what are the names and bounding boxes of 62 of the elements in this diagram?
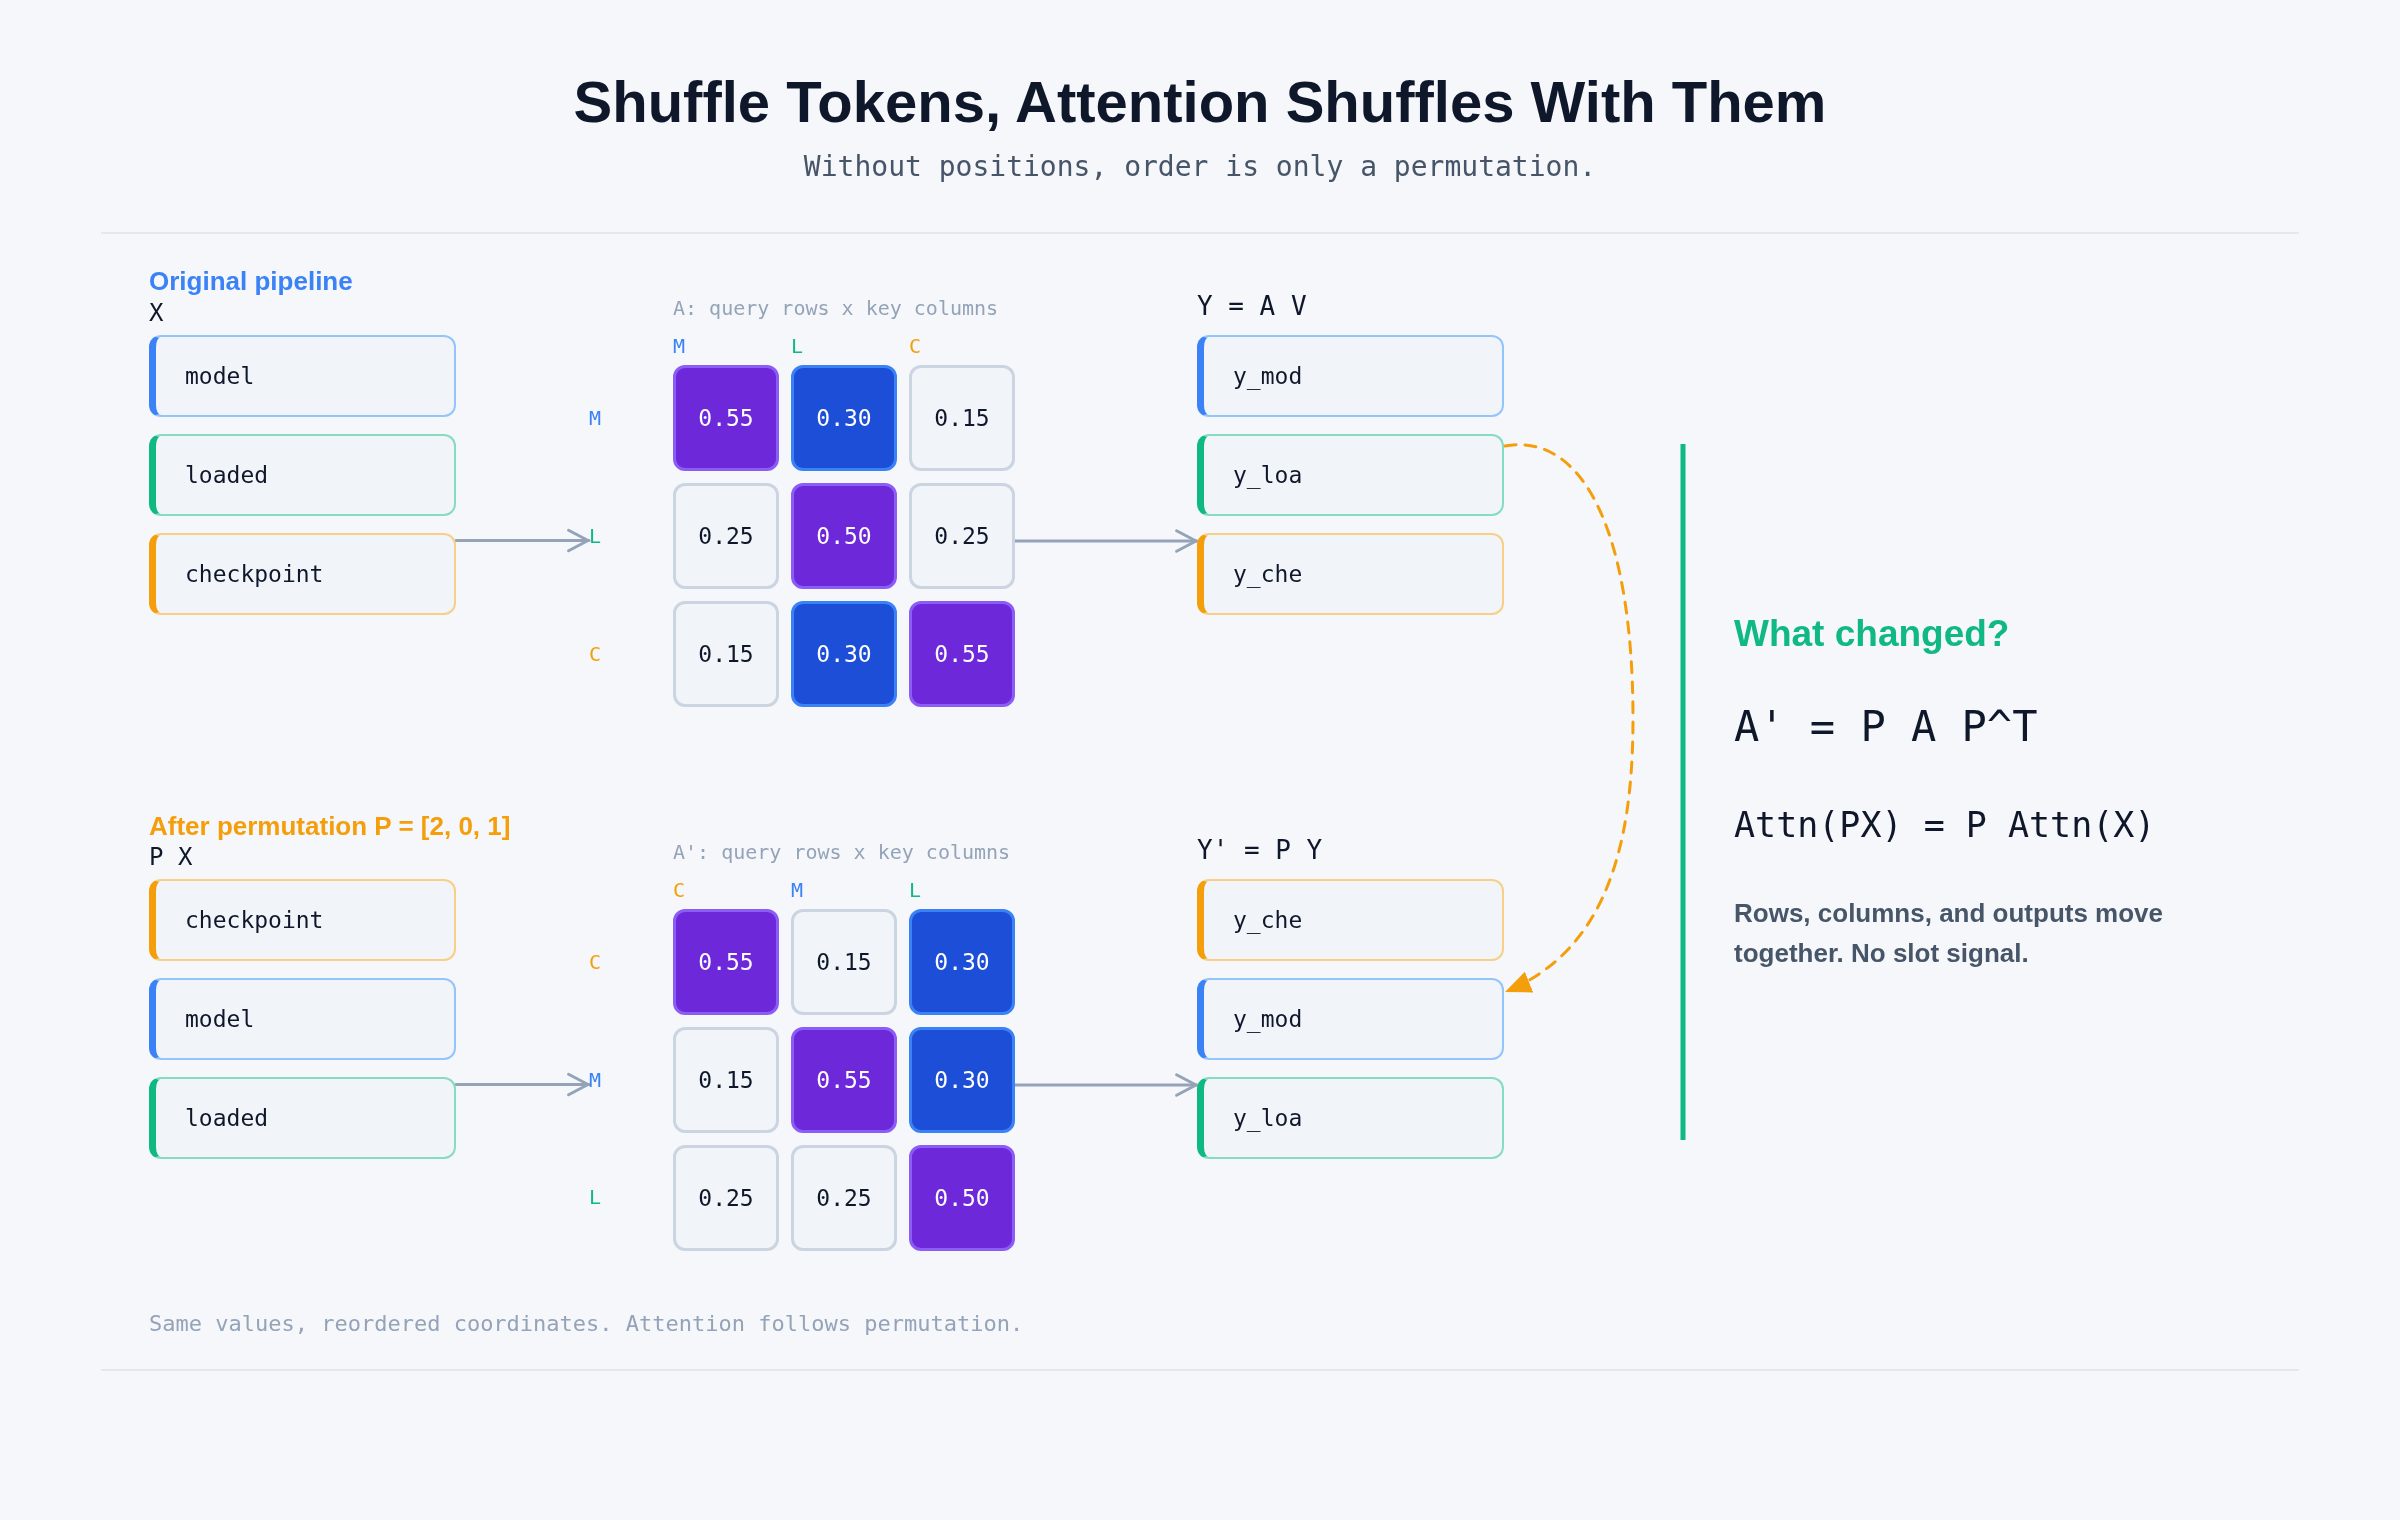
dashed-arrow	[1503, 443, 1635, 994]
attention-cell: 0.15	[673, 1027, 779, 1133]
section-heading: After permutation P = [2, 0, 1]	[149, 811, 511, 843]
title: Shuffle Tokens, Attention Shuffles With Them	[573, 68, 1827, 137]
attention-cell: 0.30	[791, 601, 897, 707]
footnote: Same values, reordered coordinates. Attention follows permutation.	[149, 1310, 1024, 1338]
matrix-caption: A: query rows x key columns	[673, 296, 999, 320]
token-box: checkpoint	[149, 533, 456, 615]
column-label: L	[791, 334, 804, 358]
arrow	[454, 1072, 591, 1097]
token-box: model	[149, 978, 456, 1060]
attention-cell: 0.55	[673, 909, 779, 1015]
output-box: y_mod	[1197, 978, 1504, 1060]
attention-cell: 0.25	[673, 1145, 779, 1251]
description-text: Rows, columns, and outputs move together. No slot signal.	[1734, 897, 2165, 970]
subtitle: Without positions, order is only a permutation.	[803, 150, 1597, 184]
column-label: M	[791, 878, 804, 902]
attention-cell: 0.55	[791, 1027, 897, 1133]
arrow	[1013, 529, 1199, 553]
row-label: C	[589, 950, 602, 974]
attention-cell: 0.55	[909, 601, 1015, 707]
output-label: Y' = P Y	[1197, 835, 1323, 867]
column-label: L	[909, 878, 922, 902]
attention-cell: 0.15	[909, 365, 1015, 471]
matrix-caption: A': query rows x key columns	[673, 840, 1011, 864]
token-box: loaded	[149, 1077, 456, 1159]
row-label: L	[589, 524, 602, 548]
attention-cell: 0.30	[909, 909, 1015, 1015]
output-label: Y = A V	[1197, 291, 1307, 323]
column-label: C	[909, 334, 922, 358]
attention-cell: 0.55	[673, 365, 779, 471]
section-heading: Original pipeline	[149, 266, 353, 298]
column-label: C	[673, 878, 686, 902]
formula: A' = P A P^T	[1734, 701, 2038, 753]
formula: Attn(PX) = P Attn(X)	[1734, 804, 2156, 846]
output-box: y_mod	[1197, 335, 1504, 417]
output-box: y_loa	[1197, 434, 1504, 516]
attention-cell: 0.50	[909, 1145, 1015, 1251]
output-box: y_loa	[1197, 1077, 1504, 1159]
attention-cell: 0.30	[909, 1027, 1015, 1133]
output-box: y_che	[1197, 879, 1504, 961]
token-box: model	[149, 335, 456, 417]
output-box: y_che	[1197, 533, 1504, 615]
row-label: M	[589, 1068, 602, 1092]
attention-cell: 0.15	[791, 909, 897, 1015]
input-label: X	[149, 298, 164, 328]
attention-cell: 0.15	[673, 601, 779, 707]
column-label: M	[673, 334, 686, 358]
row-label: L	[589, 1185, 602, 1209]
input-label: P X	[149, 842, 193, 872]
attention-cell: 0.25	[791, 1145, 897, 1251]
token-box: checkpoint	[149, 879, 456, 961]
attention-cell: 0.25	[673, 483, 779, 589]
attention-cell: 0.50	[791, 483, 897, 589]
row-label: M	[589, 406, 602, 430]
arrow	[1013, 1073, 1199, 1097]
token-box: loaded	[149, 434, 456, 516]
attention-cell: 0.25	[909, 483, 1015, 589]
arrow	[454, 528, 591, 553]
attention-cell: 0.30	[791, 365, 897, 471]
row-label: C	[589, 642, 602, 666]
panel-heading: What changed?	[1734, 611, 2010, 656]
